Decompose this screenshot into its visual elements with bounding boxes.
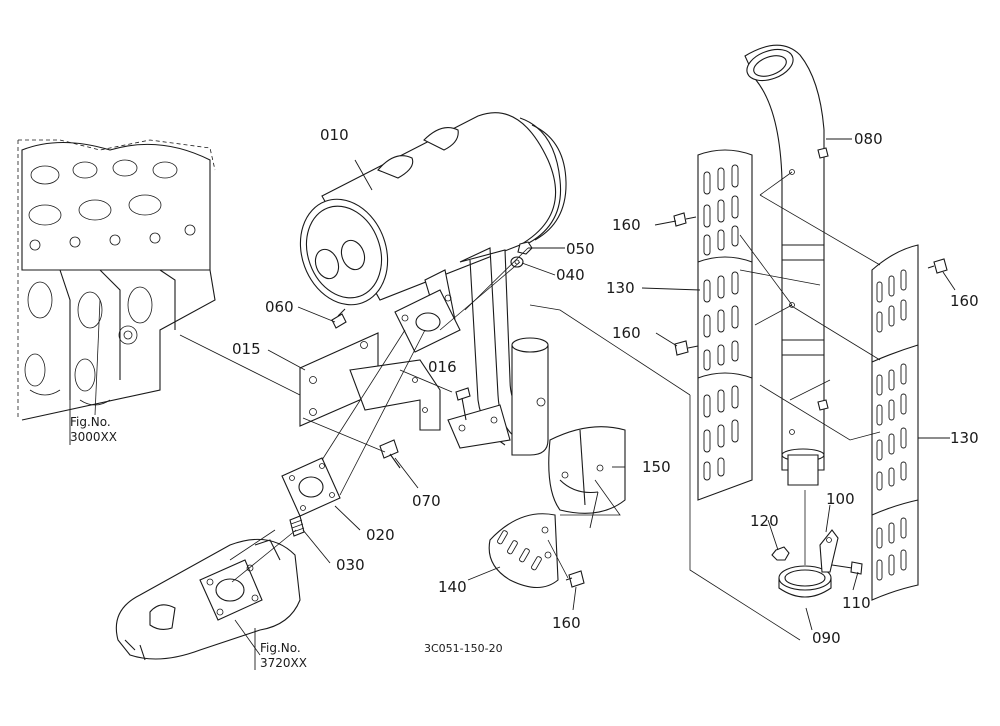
washer-040-drawing xyxy=(510,256,524,268)
stud-030-drawing xyxy=(289,515,305,537)
part-label-010: 010 xyxy=(320,126,349,144)
guard-130-left-drawing xyxy=(697,149,753,501)
bolt-160-right-drawing xyxy=(927,258,948,274)
part-label-070: 070 xyxy=(412,492,441,510)
guard-130-right-drawing xyxy=(871,244,919,601)
part-label-140: 140 xyxy=(438,578,467,596)
heat-cover-140-drawing xyxy=(488,513,559,589)
figure-ref-manifold-line2: 3720XX xyxy=(260,656,307,670)
part-label-130-right: 130 xyxy=(950,429,979,447)
part-label-050: 050 xyxy=(566,240,595,258)
part-label-160-upper-left: 160 xyxy=(612,216,641,234)
outlet-pipe-drawing xyxy=(511,337,549,456)
part-label-160-right: 160 xyxy=(950,292,979,310)
part-label-060: 060 xyxy=(265,298,294,316)
part-label-016: 016 xyxy=(428,358,457,376)
figure-ref-manifold: Fig.No. 3720XX xyxy=(254,628,307,670)
figure-ref-engine-line1: Fig.No. xyxy=(70,415,111,429)
bolt-070-drawing xyxy=(379,439,401,469)
part-label-160-mid-left: 160 xyxy=(612,324,641,342)
part-label-130-left: 130 xyxy=(606,279,635,297)
bolt-060-drawing xyxy=(331,308,347,329)
part-label-030: 030 xyxy=(336,556,365,574)
heat-cover-150-drawing xyxy=(548,426,626,514)
bolt-016-drawing xyxy=(455,387,471,421)
bolt-110-drawing xyxy=(831,561,863,575)
bolt-160-lower-drawing xyxy=(565,570,585,588)
clamp-090-drawing xyxy=(778,565,832,598)
part-label-080: 080 xyxy=(854,130,883,148)
part-label-090: 090 xyxy=(812,629,841,647)
gasket-020-drawing xyxy=(281,457,341,517)
muffler-drawing xyxy=(299,112,567,449)
bracket-100-drawing xyxy=(819,529,839,573)
part-label-020: 020 xyxy=(366,526,395,544)
part-label-040: 040 xyxy=(556,266,585,284)
exhaust-manifold-drawing xyxy=(115,538,301,661)
figure-ref-manifold-line1: Fig.No. xyxy=(260,641,301,655)
part-label-110: 110 xyxy=(842,594,871,612)
part-label-015: 015 xyxy=(232,340,261,358)
part-label-160-lower: 160 xyxy=(552,614,581,632)
document-code: 3C051-150-20 xyxy=(424,642,503,655)
nut-120-drawing xyxy=(771,546,790,561)
figure-ref-engine-line2: 3000XX xyxy=(70,430,117,444)
tail-pipe-drawing xyxy=(744,44,829,486)
engine-block-drawing xyxy=(17,139,216,421)
part-label-100: 100 xyxy=(826,490,855,508)
leader-lines xyxy=(94,138,956,656)
figure-ref-engine: Fig.No. 3000XX xyxy=(69,400,117,445)
part-label-120: 120 xyxy=(750,512,779,530)
bolt-160-mid-left-drawing xyxy=(674,340,699,356)
bolt-160-upper-left-drawing xyxy=(673,212,697,227)
nut-050-drawing xyxy=(517,241,533,255)
part-label-150: 150 xyxy=(642,458,671,476)
